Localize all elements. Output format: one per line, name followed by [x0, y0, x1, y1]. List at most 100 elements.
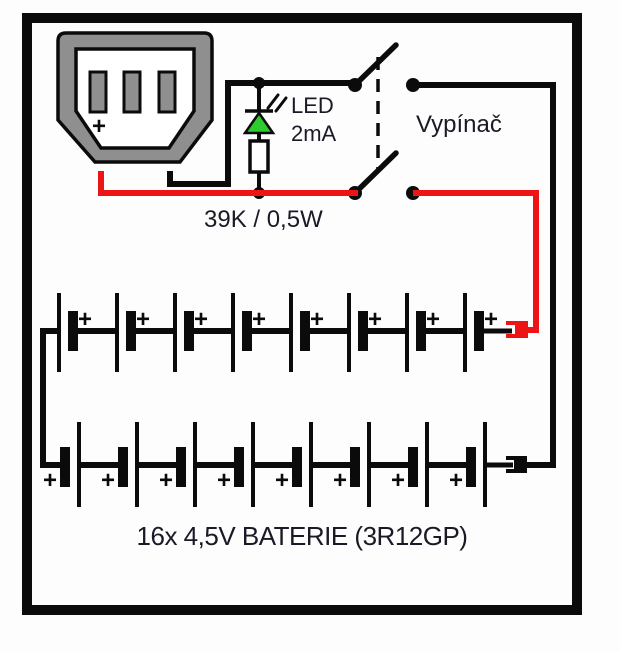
- wire-segment-red: [524, 327, 539, 333]
- battery-plate-short: [292, 447, 302, 487]
- battery-plus-label: +: [484, 306, 498, 333]
- battery-cell: +: [57, 293, 92, 372]
- battery-plus-label: +: [101, 467, 115, 494]
- battery-plate-long: [173, 293, 177, 372]
- resistor-symbol: [248, 139, 270, 194]
- wire-segment: [524, 462, 556, 468]
- battery-plate-short: [234, 447, 244, 487]
- battery-plate-long: [251, 422, 255, 507]
- wire-segment: [487, 462, 513, 468]
- led-label: LED: [291, 93, 334, 118]
- wire-segment: [40, 462, 62, 468]
- wire-segment: [197, 462, 234, 468]
- resistor-body: [248, 139, 270, 174]
- battery-plus-label: +: [391, 467, 405, 494]
- wire-segment: [255, 462, 292, 468]
- battery-plate-long: [193, 422, 197, 507]
- battery-plate-long: [115, 293, 119, 372]
- battery-cell: +: [275, 422, 313, 507]
- battery-plate-short: [118, 447, 128, 487]
- switch-bottom-pole: [348, 150, 420, 200]
- switch-lever: [352, 42, 399, 88]
- battery-plus-label: +: [194, 306, 208, 333]
- battery-plus-label: +: [449, 467, 463, 494]
- battery-cell: +: [289, 293, 324, 372]
- battery-cell: +: [405, 293, 440, 372]
- battery-plus-label: +: [368, 306, 382, 333]
- battery-plate-short: [474, 311, 484, 351]
- battery-row-top: + + + + +: [57, 293, 498, 372]
- diagram-border: [22, 13, 582, 615]
- battery-plus-label: +: [136, 306, 150, 333]
- battery-plus-label: +: [310, 306, 324, 333]
- wire-segment: [194, 328, 231, 334]
- battery-cell: +: [231, 293, 266, 372]
- battery-plus-label: +: [43, 467, 57, 494]
- battery-cell: +: [101, 422, 139, 507]
- battery-plate-long: [483, 422, 487, 507]
- wire-segment-red: [98, 171, 104, 196]
- battery-plate-long: [367, 422, 371, 507]
- black-wires: [40, 80, 556, 468]
- battery-plus-label: +: [78, 306, 92, 333]
- wire-segment: [313, 462, 350, 468]
- battery-cell: +: [159, 422, 197, 507]
- battery-plate-long: [289, 293, 293, 372]
- junction-dot: [253, 77, 265, 89]
- wire-segment-red: [533, 190, 539, 333]
- wire-segment: [40, 328, 46, 468]
- battery-plate-short: [466, 447, 476, 487]
- resistor-value-label: 39K / 0,5W: [204, 206, 323, 233]
- led-ray-icon: [266, 93, 280, 110]
- led-symbol: [242, 83, 288, 142]
- battery-plate-short: [358, 311, 368, 351]
- wire-segment-red: [98, 190, 358, 196]
- battery-plus-label: +: [217, 467, 231, 494]
- battery-plate-short: [350, 447, 360, 487]
- battery-plate-long: [135, 422, 139, 507]
- wire-segment: [167, 171, 173, 187]
- battery-row-bottom: + + + + +: [43, 422, 487, 507]
- battery-cell: +: [347, 293, 382, 372]
- switch-lever: [352, 150, 399, 196]
- wire-segment: [81, 462, 118, 468]
- led-triangle: [242, 110, 276, 135]
- wire-segment: [78, 328, 115, 334]
- battery-plus-label: +: [333, 467, 347, 494]
- battery-plate-short: [184, 311, 194, 351]
- led-ray-icon: [274, 96, 288, 113]
- battery-cell: +: [391, 422, 429, 507]
- wire-segment: [252, 328, 289, 334]
- battery-cell: +: [217, 422, 255, 507]
- battery-cell: +: [333, 422, 371, 507]
- led-current-label: 2mA: [291, 121, 337, 146]
- switch-top-pole: [348, 42, 420, 92]
- red-wires: [98, 171, 539, 338]
- battery-plus-label: +: [159, 467, 173, 494]
- battery-plate-long: [309, 422, 313, 507]
- battery-cell: +: [115, 293, 150, 372]
- battery-plate-long: [77, 422, 81, 507]
- battery-cell: +: [173, 293, 208, 372]
- clip-connector-black: [506, 456, 527, 473]
- inlet-pin: [88, 70, 108, 114]
- battery-plus-label: +: [252, 306, 266, 333]
- battery-plate-long: [405, 293, 409, 372]
- switch-label: Vypínač: [416, 111, 502, 138]
- wire-segment: [550, 82, 556, 468]
- wire-segment: [371, 462, 408, 468]
- iec-power-inlet: +: [56, 31, 214, 164]
- wire-segment: [413, 82, 556, 88]
- inlet-pin: [122, 70, 142, 114]
- battery-plate-long: [425, 422, 429, 507]
- inlet-plus-label: +: [92, 113, 106, 140]
- battery-plus-label: +: [426, 306, 440, 333]
- wire-segment: [225, 80, 358, 86]
- wire-segment: [136, 328, 173, 334]
- battery-plate-short: [60, 447, 70, 487]
- switch-contact-dot: [406, 78, 420, 92]
- wire-segment: [429, 462, 466, 468]
- battery-plate-long: [231, 293, 235, 372]
